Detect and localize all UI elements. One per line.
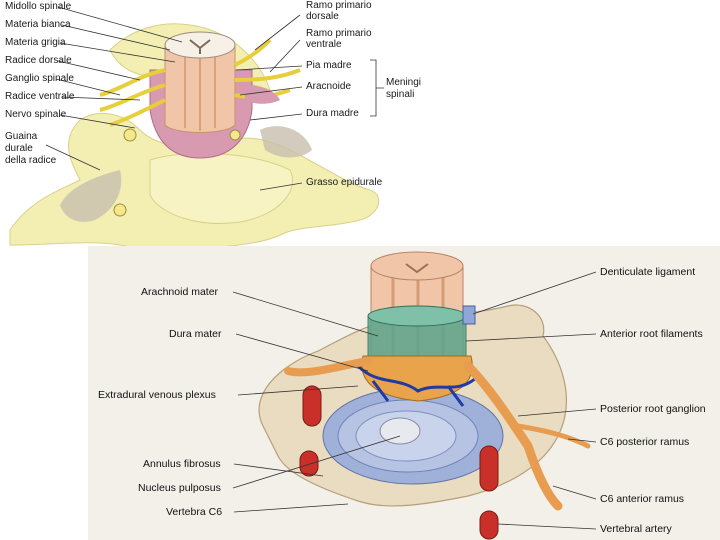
figure-spinal-cord-english: Arachnoid mater Dura mater Extradural ve…: [88, 246, 720, 540]
label-en-right-5: Vertebral artery: [600, 523, 672, 535]
cord-top-face: [370, 251, 464, 281]
ganglio-bottom: [113, 203, 127, 217]
nucleus-pulposus-shape: [379, 417, 421, 445]
label-en-left-5: Vertebra C6: [166, 506, 223, 518]
label-dura-madre: Dura madre: [306, 108, 359, 119]
grasso-epidurale-right: [260, 126, 312, 158]
dura-right-extension: [245, 85, 280, 104]
ganglio-right: [229, 129, 241, 141]
label-en-right-1: Anterior root filaments: [600, 328, 703, 340]
denticulate-ligament-shape: [462, 305, 476, 325]
label-left-4: Ganglio spinale: [5, 73, 74, 84]
label-en-right-4: C6 anterior ramus: [600, 493, 685, 505]
venous-plexus: [356, 364, 480, 407]
label-ramo-ventrale-1: ventrale: [306, 39, 342, 50]
figure-spinal-cord-italian: Midollo spinale Materia bianca Materia g…: [0, 0, 424, 252]
label-en-left-2: Extradural venous plexus: [98, 389, 216, 401]
label-en-right-2: Posterior root ganglion: [600, 403, 706, 415]
label-en-left-4: Nucleus pulposus: [138, 482, 221, 494]
label-left-0: Midollo spinale: [5, 1, 72, 12]
vertebral-artery-bottom: [479, 510, 499, 540]
label-grasso: Grasso epidurale: [306, 177, 383, 188]
label-left-5: Radice ventrale: [5, 91, 75, 102]
nerve-left: [284, 357, 372, 377]
label-meningi-1: spinali: [386, 89, 415, 100]
label-left-6: Nervo spinale: [5, 109, 67, 120]
label-left-1: Materia bianca: [5, 19, 71, 30]
label-en-left-3: Annulus fibrosus: [143, 458, 221, 470]
label-left-2: Materia grigia: [5, 37, 66, 48]
nerve-right: [463, 361, 563, 511]
grasso-epidurale-left: [60, 170, 122, 222]
label-ramo-dorsale-0: Ramo primario: [306, 0, 372, 11]
label-guaina-2: della radice: [5, 155, 57, 166]
label-en-left-0: Arachnoid mater: [141, 286, 219, 298]
midollo-top-face: [164, 31, 236, 59]
vertebral-artery-left-low: [299, 450, 319, 477]
vertebral-artery-left: [302, 385, 322, 427]
label-en-right-3: C6 posterior ramus: [600, 436, 690, 448]
label-en-right-0: Denticulate ligament: [600, 266, 696, 278]
nerve-posterior-ramus: [515, 423, 591, 449]
spinal-cord-illustration-bottom: [232, 251, 597, 540]
vertebral-artery-right: [479, 445, 499, 492]
label-guaina-0: Guaina: [5, 131, 38, 142]
spinal-cord-illustration-top: [9, 6, 384, 250]
label-en-left-1: Dura mater: [169, 328, 222, 340]
label-meningi-0: Meningi: [386, 77, 422, 88]
label-guaina-1: durale: [5, 143, 33, 154]
label-aracnoide: Aracnoide: [306, 81, 352, 92]
label-ramo-dorsale-1: dorsale: [306, 11, 339, 22]
ganglio-left: [123, 128, 137, 142]
label-pia-madre: Pia madre: [306, 60, 352, 71]
radici-sinistra: [99, 68, 166, 127]
label-ramo-ventrale-0: Ramo primario: [306, 28, 372, 39]
label-left-3: Radice dorsale: [5, 55, 72, 66]
